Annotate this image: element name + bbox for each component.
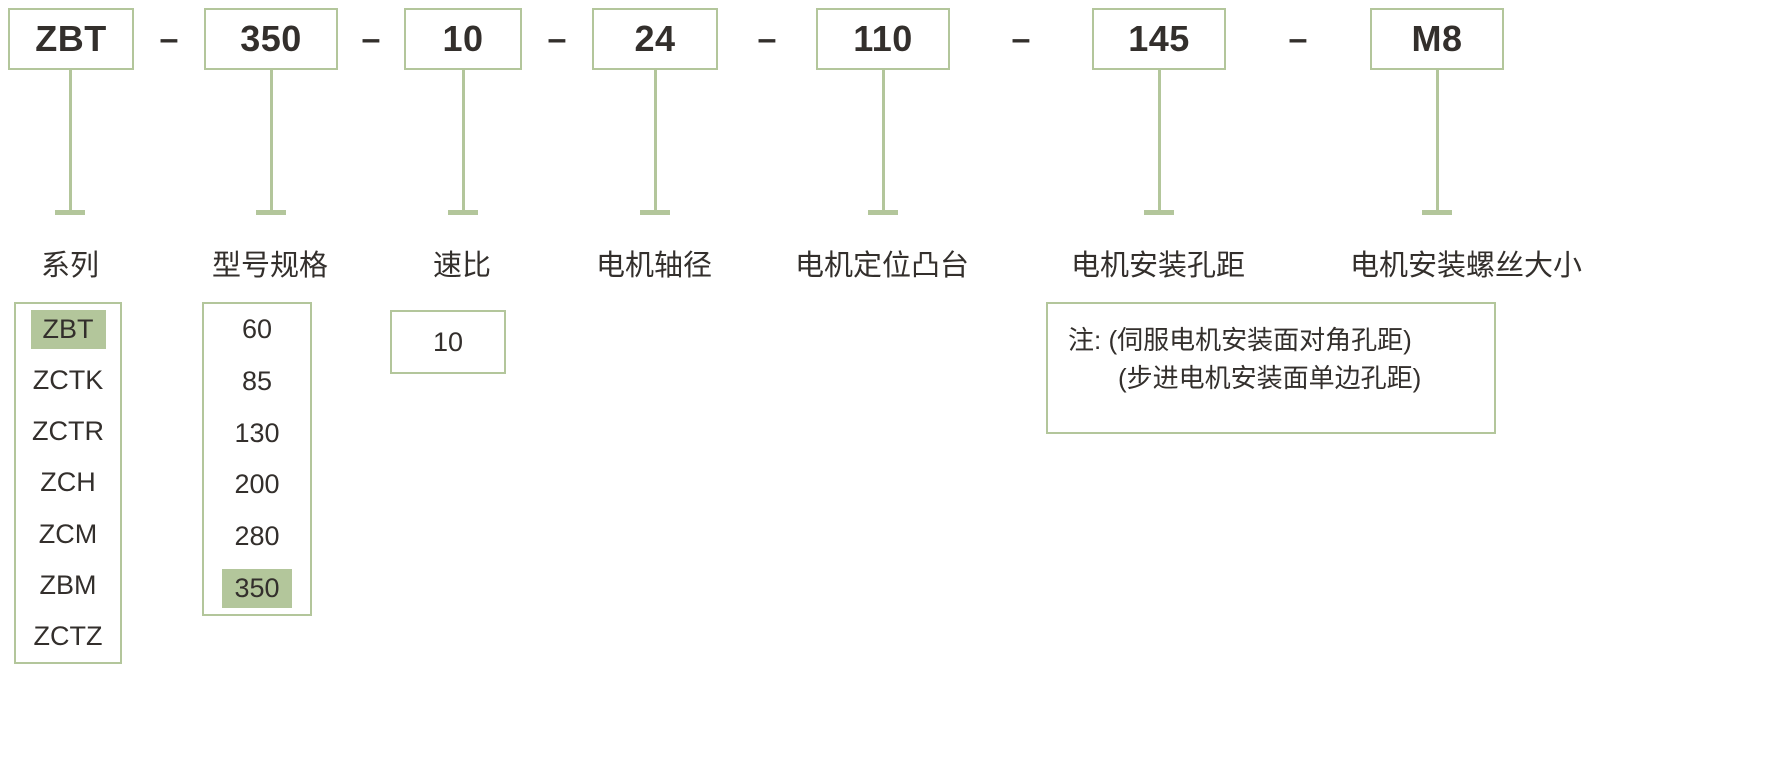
option-series-4[interactable]: ZCM (38, 518, 98, 549)
caption-hole-spacing: 电机安装孔距 (1070, 250, 1245, 282)
code-text-screw-size: M8 (1411, 18, 1463, 59)
option-box-size[interactable]: 60 85 130 200 280 350 (202, 302, 312, 616)
code-separator-5: – (1011, 19, 1031, 58)
option-series-3[interactable]: ZCH (40, 467, 96, 498)
option-ratio-0[interactable]: 10 (432, 326, 464, 357)
leader-line-series (69, 70, 72, 210)
leader-line-boss (882, 70, 885, 210)
caption-boss: 电机定位凸台 (794, 250, 969, 282)
code-text-series: ZBT (35, 18, 107, 59)
leader-line-shaft (654, 70, 657, 210)
leader-foot-screw (1422, 210, 1452, 215)
option-series-2[interactable]: ZCTR (32, 416, 104, 447)
caption-series: 系列 (40, 250, 99, 282)
leader-foot-ratio (448, 210, 478, 215)
caption-screw: 电机安装螺丝大小 (1349, 250, 1582, 282)
code-cell-hole-spacing[interactable]: 145 (1092, 8, 1226, 70)
leader-foot-series (55, 210, 85, 215)
caption-size: 型号规格 (211, 250, 328, 282)
option-size-0[interactable]: 60 (241, 314, 273, 345)
option-box-ratio[interactable]: 10 (390, 310, 506, 374)
code-text-hole-spacing: 145 (1128, 18, 1190, 59)
option-size-1[interactable]: 85 (241, 365, 273, 396)
leader-foot-boss (868, 210, 898, 215)
code-text-pilot-boss: 110 (853, 18, 913, 59)
note-box: 注: (伺服电机安装面对角孔距) (步进电机安装面单边孔距) (1046, 302, 1496, 434)
option-size-2[interactable]: 130 (234, 417, 280, 448)
code-separator-3: – (547, 19, 567, 58)
model-code-row: ZBT – 350 – 10 – 24 – 110 – 145 – M8 (0, 8, 1766, 70)
leader-line-ratio (462, 70, 465, 210)
code-cell-pilot-boss[interactable]: 110 (816, 8, 950, 70)
code-separator-2: – (361, 19, 381, 58)
code-cell-size[interactable]: 350 (204, 8, 338, 70)
code-cell-shaft-diameter[interactable]: 24 (592, 8, 718, 70)
option-series-5[interactable]: ZBM (39, 569, 97, 600)
code-cell-ratio[interactable]: 10 (404, 8, 522, 70)
code-text-ratio: 10 (442, 18, 484, 59)
code-separator-1: – (159, 19, 179, 58)
note-line-1: 注: (伺服电机安装面对角孔距) (1068, 325, 1412, 355)
option-series-6[interactable]: ZCTZ (33, 620, 103, 651)
option-series-1[interactable]: ZCTK (32, 365, 104, 396)
option-size-4[interactable]: 280 (234, 520, 280, 551)
code-cell-screw-size[interactable]: M8 (1370, 8, 1504, 70)
option-series-0[interactable]: ZBT (30, 310, 106, 350)
leader-foot-shaft (640, 210, 670, 215)
code-text-size: 350 (240, 18, 302, 59)
leader-line-hole-spacing (1158, 70, 1161, 210)
note-line-2: (步进电机安装面单边孔距) (1118, 362, 1422, 393)
code-separator-6: – (1288, 19, 1308, 58)
leader-foot-size (256, 210, 286, 215)
leader-foot-hole-spacing (1144, 210, 1174, 215)
code-cell-series[interactable]: ZBT (8, 8, 134, 70)
code-text-shaft-diameter: 24 (634, 18, 676, 59)
leader-line-screw (1436, 70, 1439, 210)
option-size-3[interactable]: 200 (234, 469, 280, 500)
code-separator-4: – (757, 19, 777, 58)
caption-ratio: 速比 (432, 250, 491, 282)
caption-shaft: 电机轴径 (595, 250, 712, 282)
option-size-5[interactable]: 350 (222, 568, 292, 608)
option-box-series[interactable]: ZBT ZCTK ZCTR ZCH ZCM ZBM ZCTZ (14, 302, 122, 664)
leader-line-size (270, 70, 273, 210)
